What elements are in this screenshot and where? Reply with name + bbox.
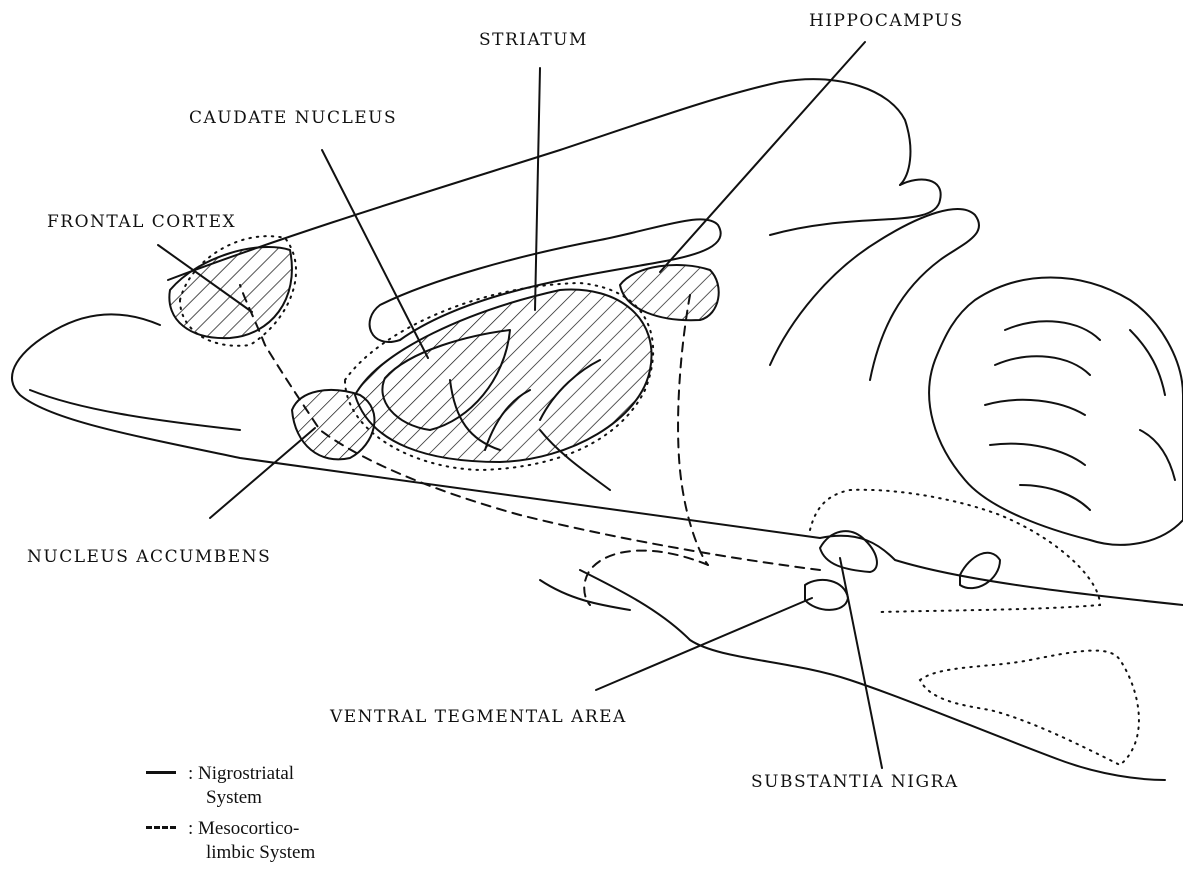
- solid-line-symbol: [146, 771, 176, 774]
- label-ventral-tegmental-area: VENTRAL TEGMENTAL AREA: [330, 707, 627, 727]
- hippocampus-leader: [660, 42, 865, 272]
- vta-dotted: [810, 490, 1100, 612]
- brainstem-outline: [580, 570, 1165, 780]
- cortex-fold: [770, 180, 941, 235]
- olfactory-bulb: [30, 390, 240, 430]
- label-frontal-cortex: FRONTAL CORTEX: [47, 212, 236, 232]
- substantia-nigra-region: [820, 531, 877, 572]
- cerebellum-folia: [985, 321, 1175, 510]
- legend-nigrostriatal-line2: System: [206, 786, 262, 810]
- label-striatum: STRIATUM: [479, 30, 588, 50]
- striatum-leader: [535, 68, 540, 310]
- legend-mesocorticolimbic-line1: : Mesocortico-: [188, 817, 299, 841]
- hippocampal-fold: [770, 209, 979, 380]
- ventral-tegmental-region: [805, 580, 848, 610]
- label-nucleus-accumbens: NUCLEUS ACCUMBENS: [27, 547, 271, 567]
- legend-mesocorticolimbic-line2: limbic System: [206, 841, 315, 865]
- label-hippocampus: HIPPOCAMPUS: [809, 11, 964, 31]
- label-substantia-nigra: SUBSTANTIA NIGRA: [751, 772, 959, 792]
- hippocampal-path: [678, 295, 708, 565]
- mesolimbic-branch: [584, 551, 708, 605]
- legend-nigrostriatal-line1: : Nigrostriatal: [188, 762, 294, 786]
- striatum-region: [355, 290, 652, 462]
- caudate-leader: [322, 150, 428, 358]
- nucleus-accumbens-region: [292, 390, 374, 459]
- accumbens-leader: [210, 428, 315, 518]
- frontal-cortex-region: [169, 247, 292, 338]
- substantia-nigra-leader: [840, 558, 882, 768]
- small-nucleus: [960, 553, 1000, 588]
- label-caudate-nucleus: CAUDATE NUCLEUS: [189, 108, 397, 128]
- dashed-line-symbol: [146, 826, 176, 829]
- vta-leader: [596, 598, 812, 690]
- cerebellum: [929, 278, 1183, 545]
